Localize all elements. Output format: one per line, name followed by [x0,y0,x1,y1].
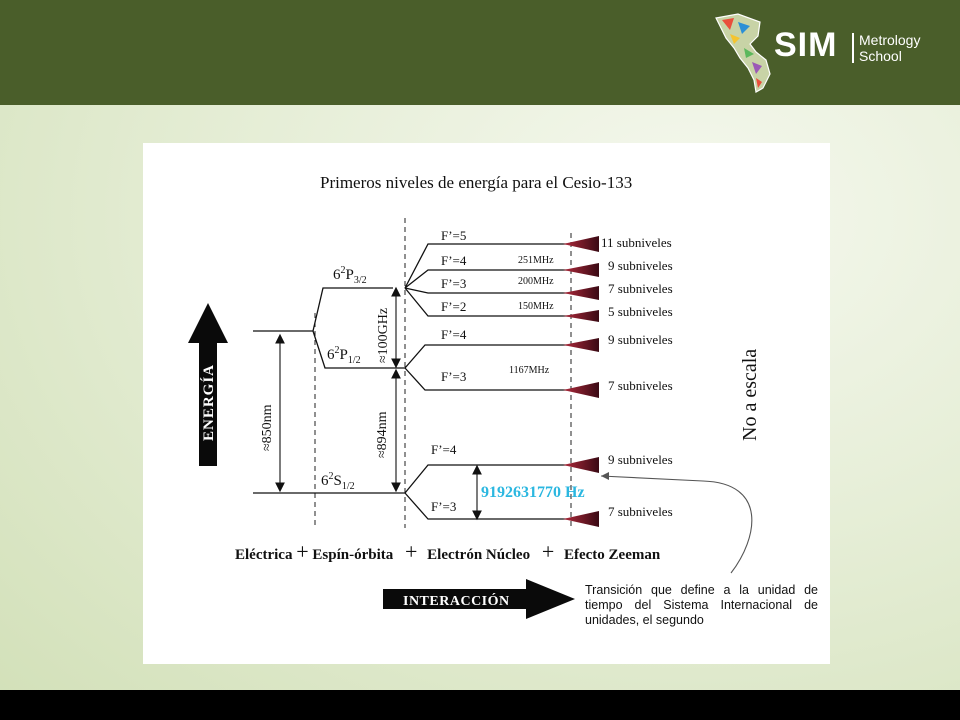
zeeman-fan-icon [563,286,599,300]
transition-label-894nm: ≈894nm [375,411,390,458]
sim-logo [715,13,771,93]
fine-split-lines [312,330,393,369]
cesium-energy-diagram: Primeros niveles de energía para el Cesi… [188,173,761,619]
interaction-nucleo: Electrón Núcleo [427,547,530,563]
logo-school-text: School [859,48,902,64]
clock-transition-note: Transición que define a la unidad de tie… [585,583,818,627]
splitting-label: 1167MHz [509,365,550,376]
clock-frequency-label: 9192631770 Hz [481,484,585,501]
zeeman-fan-icon [563,263,599,277]
zeeman-count: 11 subniveles [601,235,672,250]
interaction-electrica: Eléctrica [235,547,293,563]
plus-sign: + [296,539,308,564]
energy-axis-arrow [188,303,228,466]
interaction-arrow-label: INTERACCIÓN [403,592,510,609]
zeeman-count: 7 subniveles [608,504,673,519]
fine-split-lines [312,287,393,332]
plus-sign: + [405,539,417,564]
map-tile [752,62,762,74]
sublevel-label: F’=4 [441,327,467,342]
transition-arrow-100ghz [391,286,401,369]
splitting-label: 251MHz [518,255,554,266]
logo-divider [852,33,854,63]
sublevel-label: F’=4 [431,442,457,457]
transition-arrow-850nm [275,333,285,493]
transition-arrow-894nm [391,368,401,493]
map-tile [756,78,762,88]
zeeman-fan-icon [563,338,599,352]
transition-arrow-clock [472,464,482,521]
interaction-zeeman: Efecto Zeeman [564,547,661,563]
level-label-6p12: 62P1/2 [327,345,361,366]
interaction-arrow [383,579,575,619]
interaction-row: Eléctrica + Espín-órbita + Electrón Núcl… [235,539,661,564]
header-bar [0,0,960,105]
plus-sign: + [542,539,554,564]
diagram-panel: Primeros niveles de energía para el Cesi… [143,143,830,664]
logo-sim-text: SIM [774,26,838,64]
map-tile [738,22,750,34]
pointer-arrowhead [601,472,609,480]
s12-hyperfine-lines [404,464,571,520]
zeeman-count: 9 subniveles [608,332,673,347]
sublevel-label: F’=3 [431,499,456,514]
zeeman-count: 5 subniveles [608,304,673,319]
map-tile [730,34,740,44]
footer-bar [0,690,960,720]
zeeman-fan-icon [563,457,599,473]
zeeman-count: 9 subniveles [608,258,673,273]
level-label-6p32: 62P3/2 [333,265,367,286]
transition-label-100ghz: ≈100GHz [376,308,391,363]
sublevel-label: F’=2 [441,299,466,314]
sublevel-label: F’=5 [441,228,466,243]
level-label-6s12: 62S1/2 [321,471,355,492]
p32-hyperfine-lines [404,243,571,317]
logo-metrology-text: Metrology [859,32,921,48]
interaction-espin: Espín-órbita [312,547,393,563]
zeeman-fan-icon [563,310,599,322]
splitting-label: 200MHz [518,276,554,287]
scale-note: No a escala [739,349,761,441]
zeeman-count: 7 subniveles [608,281,673,296]
zeeman-count: 9 subniveles [608,452,673,467]
p12-hyperfine-lines [393,344,571,391]
zeeman-fan-icon [563,511,599,527]
transition-label-850nm: ≈850nm [260,404,275,451]
diagram-title: Primeros niveles de energía para el Cesi… [320,173,632,192]
sublevel-label: F’=3 [441,369,466,384]
zeeman-count: 7 subniveles [608,378,673,393]
map-tile [744,48,754,58]
splitting-label: 150MHz [518,301,554,312]
energy-axis-label: ENERGÍA [200,364,217,441]
zeeman-fans [563,236,599,527]
map-tile [722,18,734,30]
sublevel-label: F’=4 [441,253,467,268]
zeeman-fan-icon [563,236,599,252]
zeeman-fan-icon [563,382,599,398]
sublevel-label: F’=3 [441,276,466,291]
pointer-curve [600,475,753,574]
